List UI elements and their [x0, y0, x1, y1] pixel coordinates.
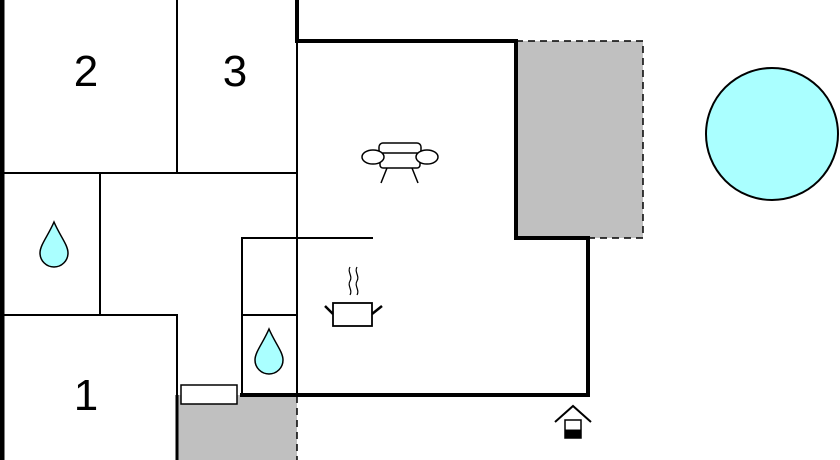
interior-walls [2, 0, 373, 395]
terrace-dashed-borders [296, 40, 644, 460]
room-number-3: 3 [223, 47, 247, 96]
sofa-icon [361, 142, 439, 184]
water-drop-icon [39, 220, 69, 268]
cooking-pot-icon [324, 266, 383, 327]
terrace-bottom [178, 395, 297, 460]
house-entrance-icon [554, 404, 592, 439]
room-number-2: 2 [74, 47, 98, 96]
water-drop-icon [254, 327, 284, 375]
room-number-1: 1 [74, 371, 98, 420]
pool-icon [705, 67, 839, 201]
terrace-upper-right [516, 41, 643, 238]
window [180, 384, 238, 405]
